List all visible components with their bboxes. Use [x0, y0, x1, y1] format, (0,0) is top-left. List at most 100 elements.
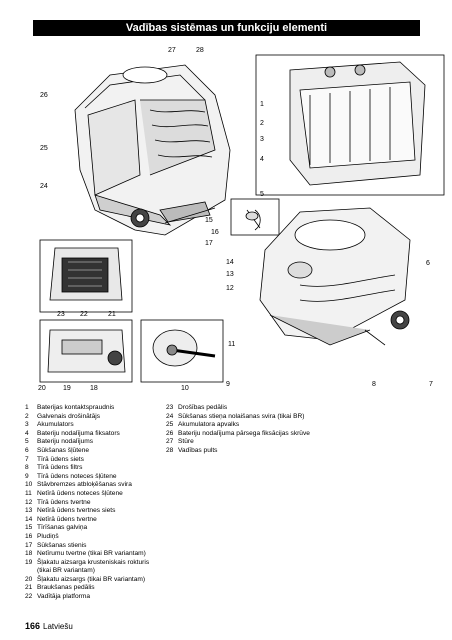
legend-number: 1 [25, 404, 29, 411]
legend-text: Bateriju nodalījums [37, 438, 94, 446]
callout-15: 15 [205, 217, 213, 224]
legend-item: 6 Sūkšanas šļūtene [25, 447, 153, 456]
legend-text: Netīrā ūdens noteces šļūtene [37, 489, 123, 497]
legend-text: Tīrā ūdens siets [37, 455, 84, 463]
legend-number: 26 [166, 429, 174, 437]
legend-text: Baterijas kontaktspraudnis [37, 404, 115, 411]
legend-item: 11 Netīrā ūdens noteces šļūtene [25, 490, 153, 499]
legend-number: 25 [166, 421, 174, 429]
legend-text: Stūre [178, 438, 194, 446]
legend-text: Akumulators [37, 421, 74, 429]
callout-18: 18 [90, 385, 98, 392]
legend-number: 22 [25, 593, 33, 601]
legend-text: Tīrā ūdens filtrs [37, 464, 83, 472]
callout-27: 27 [168, 47, 176, 54]
callout-12: 12 [226, 285, 234, 292]
page-title: Vadības sistēmas un funkciju elementi [33, 20, 420, 36]
legend-item: 14 Netīrā ūdens tvertne [25, 516, 153, 525]
legend-text: Tīrā ūdens tvertne [37, 498, 91, 506]
legend-number: 6 [25, 446, 29, 454]
legend-text: Šļakatu aizsarga krusteniskais rokturis … [37, 558, 150, 575]
callout-10: 10 [181, 385, 189, 392]
legend-item: 1 Baterijas kontaktspraudnis [25, 404, 153, 413]
callout-3: 3 [260, 136, 264, 143]
legend-item: 18 Netīrumu tvertne (tikai BR variantam) [25, 550, 153, 559]
legend-text: Bateriju nodalījuma fiksators [37, 429, 120, 437]
legend-text: Vadības pults [178, 446, 218, 454]
legend-text: Sūkšanas stienis [37, 541, 87, 549]
legend-left: 1 Baterijas kontaktspraudnis 2 Galvenais dr… [25, 404, 153, 602]
legend-item: 17 Sūkšanas stienis [25, 542, 153, 551]
callout-21: 21 [108, 311, 116, 318]
legend-text: Netīrā ūdens tvertnes siets [37, 507, 116, 515]
legend-text: Bateriju nodalījuma pārsega fiksācijas s… [178, 429, 310, 437]
legend-number: 9 [25, 472, 29, 480]
legend-number: 28 [166, 446, 174, 454]
legend-text: Tīrā ūdens noteces šļūtene [37, 472, 117, 480]
legend-text: Sūkšanas stieņa nolaišanas svira (tikai … [178, 412, 305, 420]
legend-number: 11 [25, 489, 32, 497]
legend-item: 12 Tīrā ūdens tvertne [25, 499, 153, 508]
callout-1: 1 [260, 101, 264, 108]
legend-number: 12 [25, 498, 33, 506]
callout-4: 4 [260, 156, 264, 163]
callout-23: 23 [57, 311, 65, 318]
callout-28: 28 [196, 47, 204, 54]
legend-text: Netīrumu tvertne (tikai BR variantam) [37, 550, 146, 558]
callout-11: 11 [228, 341, 236, 348]
callout-25: 25 [40, 145, 48, 152]
legend-item: 19 Šļakatu aizsarga krusteniskais rokturi… [25, 559, 153, 576]
callout-16: 16 [211, 229, 219, 236]
page-number: 166 [25, 621, 41, 631]
callout-13: 13 [226, 271, 234, 278]
legend-number: 16 [25, 532, 33, 540]
legend-number: 17 [25, 541, 33, 549]
legend-number: 24 [166, 412, 174, 420]
legend-item: 24 Sūkšanas stieņa nolaišanas svira (tika… [166, 413, 316, 422]
callout-5: 5 [260, 191, 264, 198]
legend-text: Pludiņš [37, 532, 59, 540]
legend-number: 15 [25, 524, 33, 532]
callout-22: 22 [80, 311, 88, 318]
callout-9: 9 [226, 381, 230, 388]
legend-number: 8 [25, 464, 29, 472]
legend-item: 28 Vadības pults [166, 447, 316, 456]
legend-text: Vadītāja platforma [37, 593, 91, 601]
legend-text: Galvenais drošinātājs [37, 412, 101, 420]
legend-number: 14 [25, 515, 33, 523]
legend-number: 2 [25, 412, 29, 420]
legend-text: Netīrā ūdens tvertne [37, 515, 97, 523]
legend-number: 20 [25, 575, 33, 583]
legend-item: 8 Tīrā ūdens filtrs [25, 464, 153, 473]
legend-item: 13 Netīrā ūdens tvertnes siets [25, 507, 153, 516]
callout-2: 2 [260, 120, 264, 127]
legend-item: 16 Pludiņš [25, 533, 153, 542]
callout-20: 20 [38, 385, 46, 392]
legend-text: Sūkšanas šļūtene [37, 446, 90, 454]
callout-6: 6 [426, 260, 430, 267]
legend-item: 7 Tīrā ūdens siets [25, 456, 153, 465]
legend-item: 15 Tīrīšanas galviņa [25, 524, 153, 533]
legend-text: Drošības pedālis [178, 404, 228, 411]
legend-number: 13 [25, 507, 33, 515]
legend-text: Tīrīšanas galviņa [37, 524, 88, 532]
legend-number: 21 [25, 584, 33, 592]
machine-illustration [39, 54, 445, 383]
footer-language: Latviešu [43, 622, 73, 631]
callout-14: 14 [226, 259, 234, 266]
callout-19: 19 [63, 385, 71, 392]
legend-text: Stāvbremzes atbloķēšanas svira [37, 481, 132, 489]
legend-number: 18 [25, 550, 33, 558]
legend-number: 19 [25, 558, 33, 566]
legend-number: 7 [25, 455, 29, 463]
